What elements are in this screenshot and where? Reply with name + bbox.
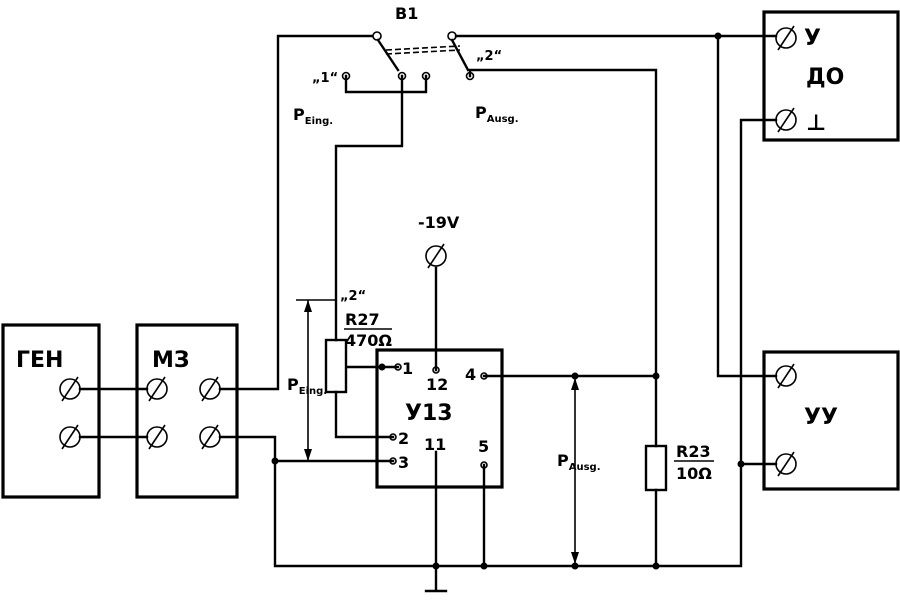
p-out-measure [571, 376, 579, 566]
p-in-measure [296, 299, 336, 461]
terminal-icon [146, 376, 168, 402]
switch-pos2-label: „2“ [476, 49, 502, 64]
terminal-icon [775, 451, 797, 477]
terminal-icon [59, 424, 81, 450]
amplifier-block [762, 350, 900, 491]
terminal-icon [199, 424, 221, 450]
terminal-icon [199, 376, 221, 402]
r23-value: 10Ω [676, 464, 712, 483]
r27-tap-label: „2“ [340, 289, 366, 304]
r23-name: R23 [676, 442, 711, 461]
pin-12-label: 12 [426, 375, 448, 394]
terminal-icon [775, 107, 797, 133]
terminal-icon [775, 25, 797, 51]
switch-b1 [341, 31, 475, 81]
r27-name: R27 [345, 310, 380, 329]
switch-name: B1 [395, 4, 418, 23]
switch-pos1-label: „1“ [312, 71, 338, 86]
pin-11-label: 11 [424, 435, 446, 454]
resistor-r23 [644, 444, 668, 492]
power-supply-label: -19V [418, 213, 460, 232]
oscilloscope-block [762, 10, 900, 142]
pin-1-label: 1 [402, 359, 413, 378]
amplifier-label: УУ [804, 405, 838, 430]
pin-5-label: 5 [478, 437, 489, 456]
terminal-icon [775, 363, 797, 389]
pin-4-label: 4 [465, 365, 476, 384]
terminal-icon [59, 376, 81, 402]
p-out-label: PAusg. [475, 103, 519, 125]
scope-y-label: У [804, 26, 821, 51]
wiring [78, 34, 778, 593]
oscilloscope-label: ДО [806, 65, 844, 90]
p-in-measure-label: PEing. [287, 375, 327, 397]
r27-value: 470Ω [345, 331, 392, 350]
pin-2-label: 2 [398, 429, 409, 448]
p-in-label: PEing. [293, 105, 333, 127]
amp-module-block [375, 348, 504, 489]
attenuator-label: МЗ [152, 348, 190, 373]
pin-3-label: 3 [398, 453, 409, 472]
p-out-measure-label: PAusg. [557, 451, 601, 473]
amp-module-label: У13 [405, 401, 453, 426]
generator-label: ГЕН [16, 348, 63, 373]
resistor-r27 [324, 338, 348, 394]
terminal-icon [425, 243, 447, 269]
generator-block [1, 323, 101, 499]
terminal-icon [146, 424, 168, 450]
scope-ground-label: ⊥ [806, 111, 826, 136]
pin-markers [389, 363, 488, 469]
attenuator-block [135, 323, 239, 499]
